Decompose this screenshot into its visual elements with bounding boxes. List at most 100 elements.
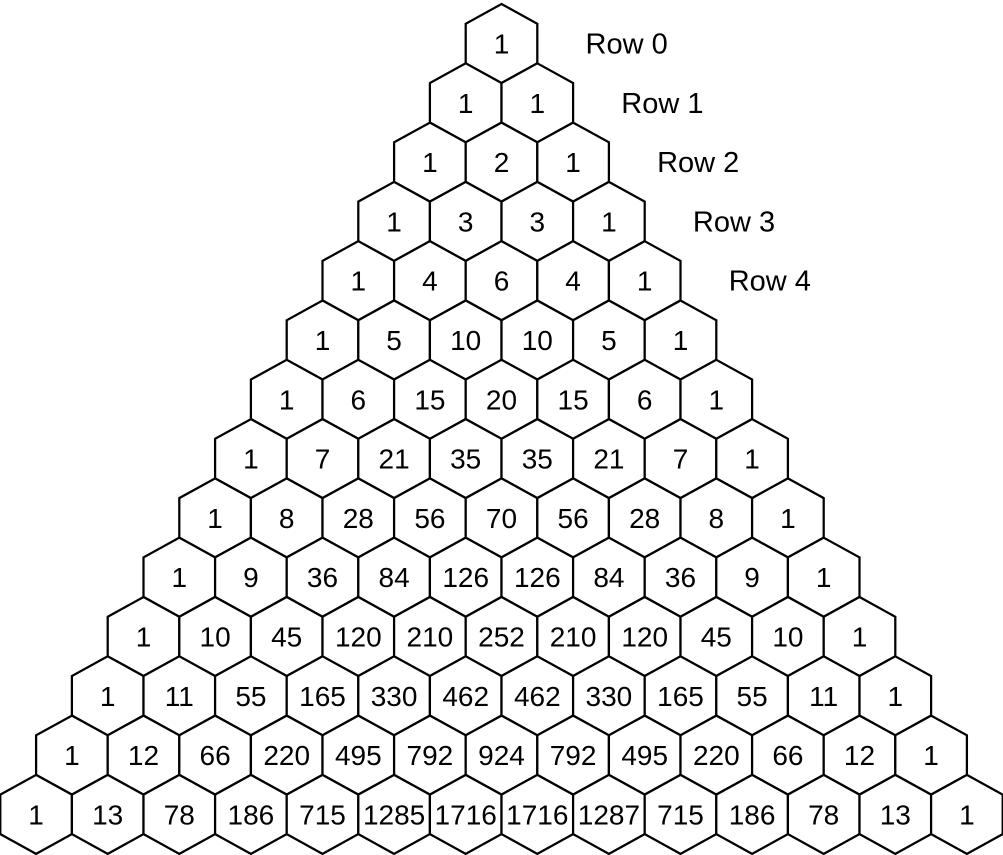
hex-value: 6 — [494, 266, 510, 297]
hex-value: 7 — [315, 444, 331, 475]
hex-value: 1 — [780, 503, 796, 534]
hex-value: 36 — [307, 562, 338, 593]
hex-value: 28 — [629, 503, 660, 534]
hex-value: 220 — [263, 740, 310, 771]
hex-value: 3 — [530, 206, 546, 237]
hex-value: 1716 — [435, 799, 497, 830]
hex-value: 13 — [92, 799, 123, 830]
hex-value: 1 — [709, 384, 725, 415]
hex-value: 8 — [279, 503, 295, 534]
hex-value: 792 — [407, 740, 454, 771]
hex-value: 84 — [379, 562, 410, 593]
hex-value: 28 — [343, 503, 374, 534]
hex-value: 120 — [335, 622, 382, 653]
hex-value: 15 — [558, 384, 589, 415]
hex-value: 126 — [514, 562, 561, 593]
hex-value: 9 — [744, 562, 760, 593]
hex-value: 1285 — [363, 799, 425, 830]
hex-value: 10 — [522, 325, 553, 356]
hex-value: 186 — [729, 799, 776, 830]
hex-value: 1 — [959, 799, 975, 830]
hex-value: 792 — [550, 740, 597, 771]
hex-value: 6 — [637, 384, 653, 415]
hex-value: 1 — [28, 799, 44, 830]
hex-value: 70 — [486, 503, 517, 534]
hex-value: 462 — [514, 681, 561, 712]
hex-value: 1 — [923, 740, 939, 771]
row-label: Row 1 — [621, 88, 703, 120]
hex-value: 1 — [816, 562, 832, 593]
hex-value: 1 — [100, 681, 116, 712]
hex-value: 495 — [621, 740, 668, 771]
hex-value: 1 — [279, 384, 295, 415]
row-label: Row 3 — [693, 206, 775, 238]
hex-value: 1 — [565, 147, 581, 178]
hex-value: 462 — [442, 681, 489, 712]
hex-value: 1287 — [578, 799, 640, 830]
hex-value: 1 — [136, 622, 152, 653]
hex-value: 186 — [228, 799, 275, 830]
hex-value: 5 — [601, 325, 617, 356]
hex-value: 10 — [450, 325, 481, 356]
hex-value: 11 — [165, 681, 194, 712]
hex-value: 210 — [550, 622, 597, 653]
hex-value: 1 — [64, 740, 80, 771]
hex-value: 56 — [558, 503, 589, 534]
hex-value: 66 — [200, 740, 231, 771]
hex-value: 1 — [458, 88, 474, 119]
hex-value: 1 — [744, 444, 760, 475]
hex-value: 165 — [657, 681, 704, 712]
hex-value: 11 — [809, 681, 838, 712]
hex-value: 1 — [386, 206, 402, 237]
hex-value: 120 — [621, 622, 668, 653]
hex-value: 715 — [657, 799, 704, 830]
hex-value: 7 — [673, 444, 689, 475]
hex-value: 56 — [414, 503, 445, 534]
hex-value: 1 — [852, 622, 868, 653]
hex-value: 13 — [880, 799, 911, 830]
hex-value: 36 — [665, 562, 696, 593]
hex-value: 1 — [207, 503, 223, 534]
hex-value: 165 — [299, 681, 346, 712]
hex-value: 1 — [243, 444, 259, 475]
hex-value: 2 — [494, 147, 510, 178]
hex-value: 78 — [164, 799, 195, 830]
row-label: Row 2 — [657, 147, 739, 179]
hex-value: 1 — [601, 206, 617, 237]
hex-value: 21 — [593, 444, 624, 475]
hex-value: 84 — [593, 562, 624, 593]
hex-value: 20 — [486, 384, 517, 415]
row-label: Row 0 — [586, 29, 668, 61]
hex-value: 1 — [530, 88, 546, 119]
hex-value: 6 — [351, 384, 367, 415]
hex-value: 10 — [772, 622, 803, 653]
hex-value: 126 — [442, 562, 489, 593]
hex-value: 35 — [450, 444, 481, 475]
hex-value: 330 — [371, 681, 418, 712]
hex-value: 78 — [808, 799, 839, 830]
hex-value: 924 — [478, 740, 525, 771]
hex-value: 330 — [586, 681, 633, 712]
hex-value: 715 — [299, 799, 346, 830]
hex-value: 35 — [522, 444, 553, 475]
hex-value: 45 — [271, 622, 302, 653]
hex-value: 1 — [673, 325, 689, 356]
row-label: Row 4 — [729, 266, 811, 298]
hex-value: 1 — [172, 562, 188, 593]
hex-value: 220 — [693, 740, 740, 771]
hex-value: 55 — [737, 681, 768, 712]
hex-value: 4 — [565, 266, 581, 297]
hex-value: 1 — [494, 29, 510, 60]
hex-value: 3 — [458, 206, 474, 237]
hex-value: 252 — [478, 622, 525, 653]
hex-value: 55 — [235, 681, 266, 712]
hex-value: 15 — [414, 384, 445, 415]
hex-value: 1 — [422, 147, 438, 178]
hex-value: 45 — [701, 622, 732, 653]
hex-value: 5 — [386, 325, 402, 356]
hex-value: 1 — [351, 266, 367, 297]
hex-value: 10 — [200, 622, 231, 653]
hex-value: 1 — [315, 325, 331, 356]
